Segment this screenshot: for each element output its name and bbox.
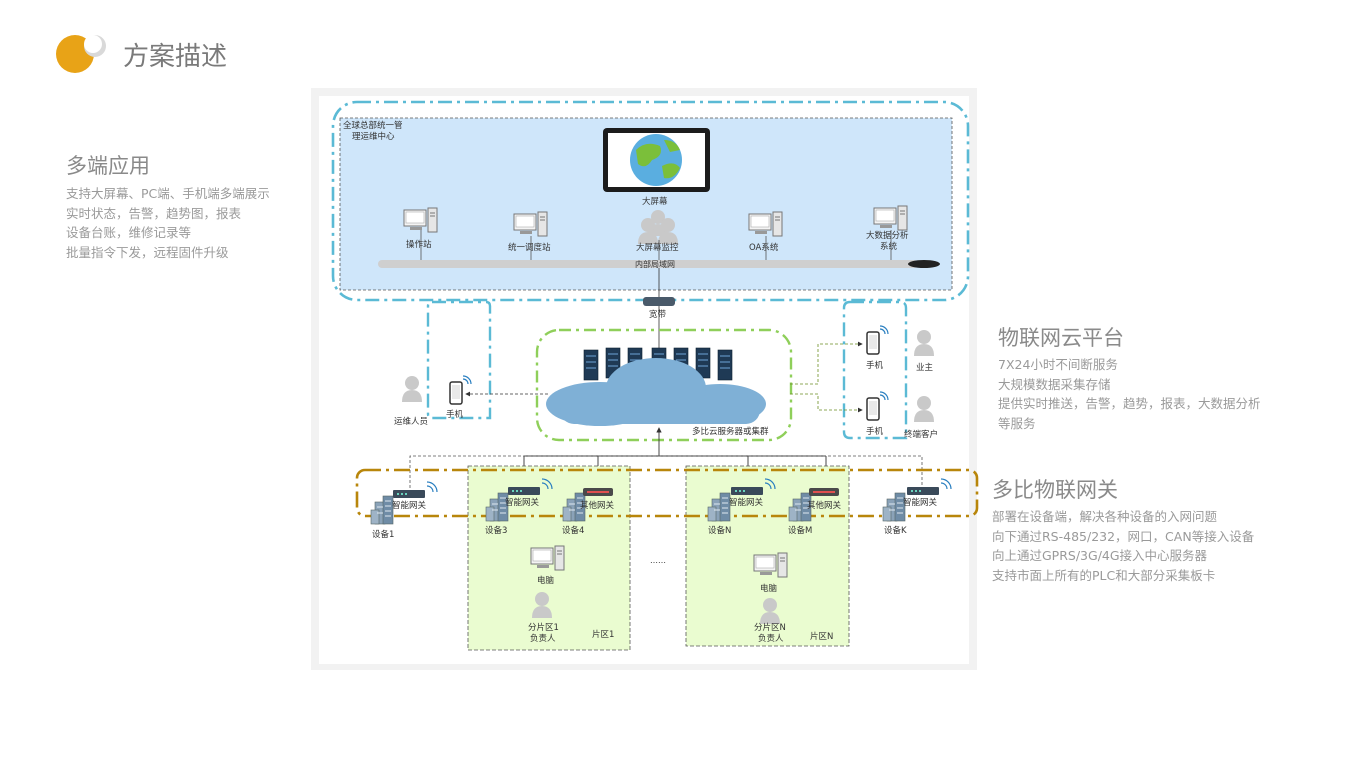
- zone-1-label: 片区1: [592, 629, 614, 640]
- broadband-router-icon: [643, 297, 675, 306]
- gateway-panel-line: 支持市面上所有的PLC和大部分采集板卡: [992, 567, 1216, 583]
- client-mobile-boundary: [842, 300, 908, 440]
- ops-mobile-boundary: [426, 300, 492, 420]
- title-bullet-icon: [56, 35, 106, 73]
- gateway-panel-line: 部署在设备端，解决各种设备的入网问题: [992, 509, 1218, 524]
- zone-n-leader-label: 负责人: [758, 633, 784, 644]
- gateway-label: 智能网关: [729, 497, 764, 508]
- device-building-icon: [882, 492, 906, 522]
- device-building-icon: [370, 495, 394, 525]
- cloud-platform-line: 大规模数据采集存储: [998, 376, 1111, 392]
- owner-phone-label: 手机: [866, 360, 884, 371]
- ops-phone-label: 手机: [446, 409, 464, 420]
- owner-phone-icon: [866, 325, 889, 355]
- ellipsis: ……: [650, 556, 666, 565]
- zone-1-leader-label: 负责人: [530, 633, 556, 644]
- station-label: 统一调度站: [508, 242, 551, 253]
- cloud-platform-title: 物联网云平台: [998, 326, 1124, 350]
- multi-terminal-line: 实时状态，告警，趋势图，报表: [66, 205, 242, 221]
- gateway-panel-line: 向上通过GPRS/3G/4G接入中心服务器: [992, 548, 1208, 563]
- cloud-boundary: [535, 328, 793, 442]
- customer-phone-icon: [866, 391, 889, 421]
- pc-label: 电脑: [760, 583, 778, 594]
- cloud-platform-line: 提供实时推送，告警，趋势，报表，大数据分析: [998, 396, 1261, 411]
- bigdata-label: 大数据分析: [866, 230, 909, 241]
- smart-gateway-icon: [906, 478, 952, 496]
- gateway-label: 其他网关: [807, 500, 842, 511]
- station-label: 操作站: [406, 239, 432, 250]
- customer-person-icon: [914, 396, 934, 422]
- gateway-panel-line: 向下通过RS-485/232，网口，CAN等接入设备: [992, 528, 1255, 544]
- multi-terminal-line: 设备台账，维修记录等: [66, 225, 192, 240]
- ops-person-label: 运维人员: [394, 416, 428, 427]
- other-gateway-icon: [583, 488, 613, 496]
- multi-terminal-title: 多端应用: [66, 154, 150, 178]
- gateway-panel: 多比物联网关 部署在设备端，解决各种设备的入网问题 向下通过RS-485/232…: [992, 474, 1254, 585]
- big-screen-label: 大屏幕: [642, 196, 668, 207]
- device-label: 设备M: [788, 525, 812, 536]
- cloud-platform-line: 等服务: [998, 415, 1036, 431]
- customer-phone-label: 手机: [866, 426, 884, 437]
- zone-1-leader-label: 分片区1: [528, 622, 559, 633]
- lan-bus-end: [908, 260, 940, 268]
- device-label: 设备K: [884, 525, 907, 536]
- gateway-label: 智能网关: [392, 500, 427, 511]
- multi-terminal-line: 批量指令下发，远程固件升级: [66, 244, 229, 260]
- bigdata-label: 系统: [880, 241, 898, 252]
- cloud-label: 多比云服务器或集群: [692, 426, 769, 437]
- owner-label: 业主: [916, 362, 934, 373]
- smart-gateway-icon: [392, 481, 438, 499]
- big-screen-icon: [603, 128, 710, 192]
- device-label: 设备4: [562, 525, 584, 536]
- gateway-label: 其他网关: [580, 500, 615, 511]
- station-label: OA系统: [749, 242, 779, 253]
- zone-n-label: 片区N: [810, 631, 833, 642]
- cloud-icon: [546, 358, 766, 426]
- station-label: 大屏幕监控: [636, 242, 679, 253]
- cloud-platform-line: 7X24小时不间断服务: [998, 357, 1118, 372]
- gateway-row-boundary: [355, 468, 979, 518]
- broadband-label: 宽带: [649, 309, 667, 320]
- other-gateway-icon: [809, 488, 839, 496]
- zone-n-leader-label: 分片区N: [754, 622, 786, 633]
- cloud-platform-panel: 物联网云平台 7X24小时不间断服务 大规模数据采集存储 提供实时推送，告警，趋…: [998, 322, 1261, 433]
- multi-terminal-panel: 多端应用 支持大屏幕、PC端、手机端多端展示 实时状态，告警，趋势图，报表 设备…: [66, 150, 270, 262]
- owner-person-icon: [914, 330, 934, 356]
- pc-label: 电脑: [537, 575, 555, 586]
- terminal-customer-label: 终端客户: [904, 429, 938, 440]
- gateway-panel-title: 多比物联网关: [992, 478, 1118, 502]
- ops-person-icon: [402, 376, 422, 402]
- device-label: 设备3: [485, 525, 507, 536]
- title-area: 方案描述: [55, 30, 315, 80]
- page-title: 方案描述: [123, 42, 228, 72]
- lan-label: 内部局域网: [635, 259, 675, 269]
- ops-center-label: 全球总部统一管: [343, 120, 403, 131]
- device-label: 设备N: [708, 525, 731, 536]
- multi-terminal-line: 支持大屏幕、PC端、手机端多端展示: [66, 186, 270, 201]
- ops-phone-icon: [449, 375, 472, 405]
- lan-bus: [378, 260, 918, 268]
- ops-center-label: 理运维中心: [352, 131, 395, 142]
- gateway-label: 智能网关: [505, 497, 540, 508]
- device-label: 设备1: [372, 529, 394, 540]
- gateway-label: 智能网关: [903, 497, 938, 508]
